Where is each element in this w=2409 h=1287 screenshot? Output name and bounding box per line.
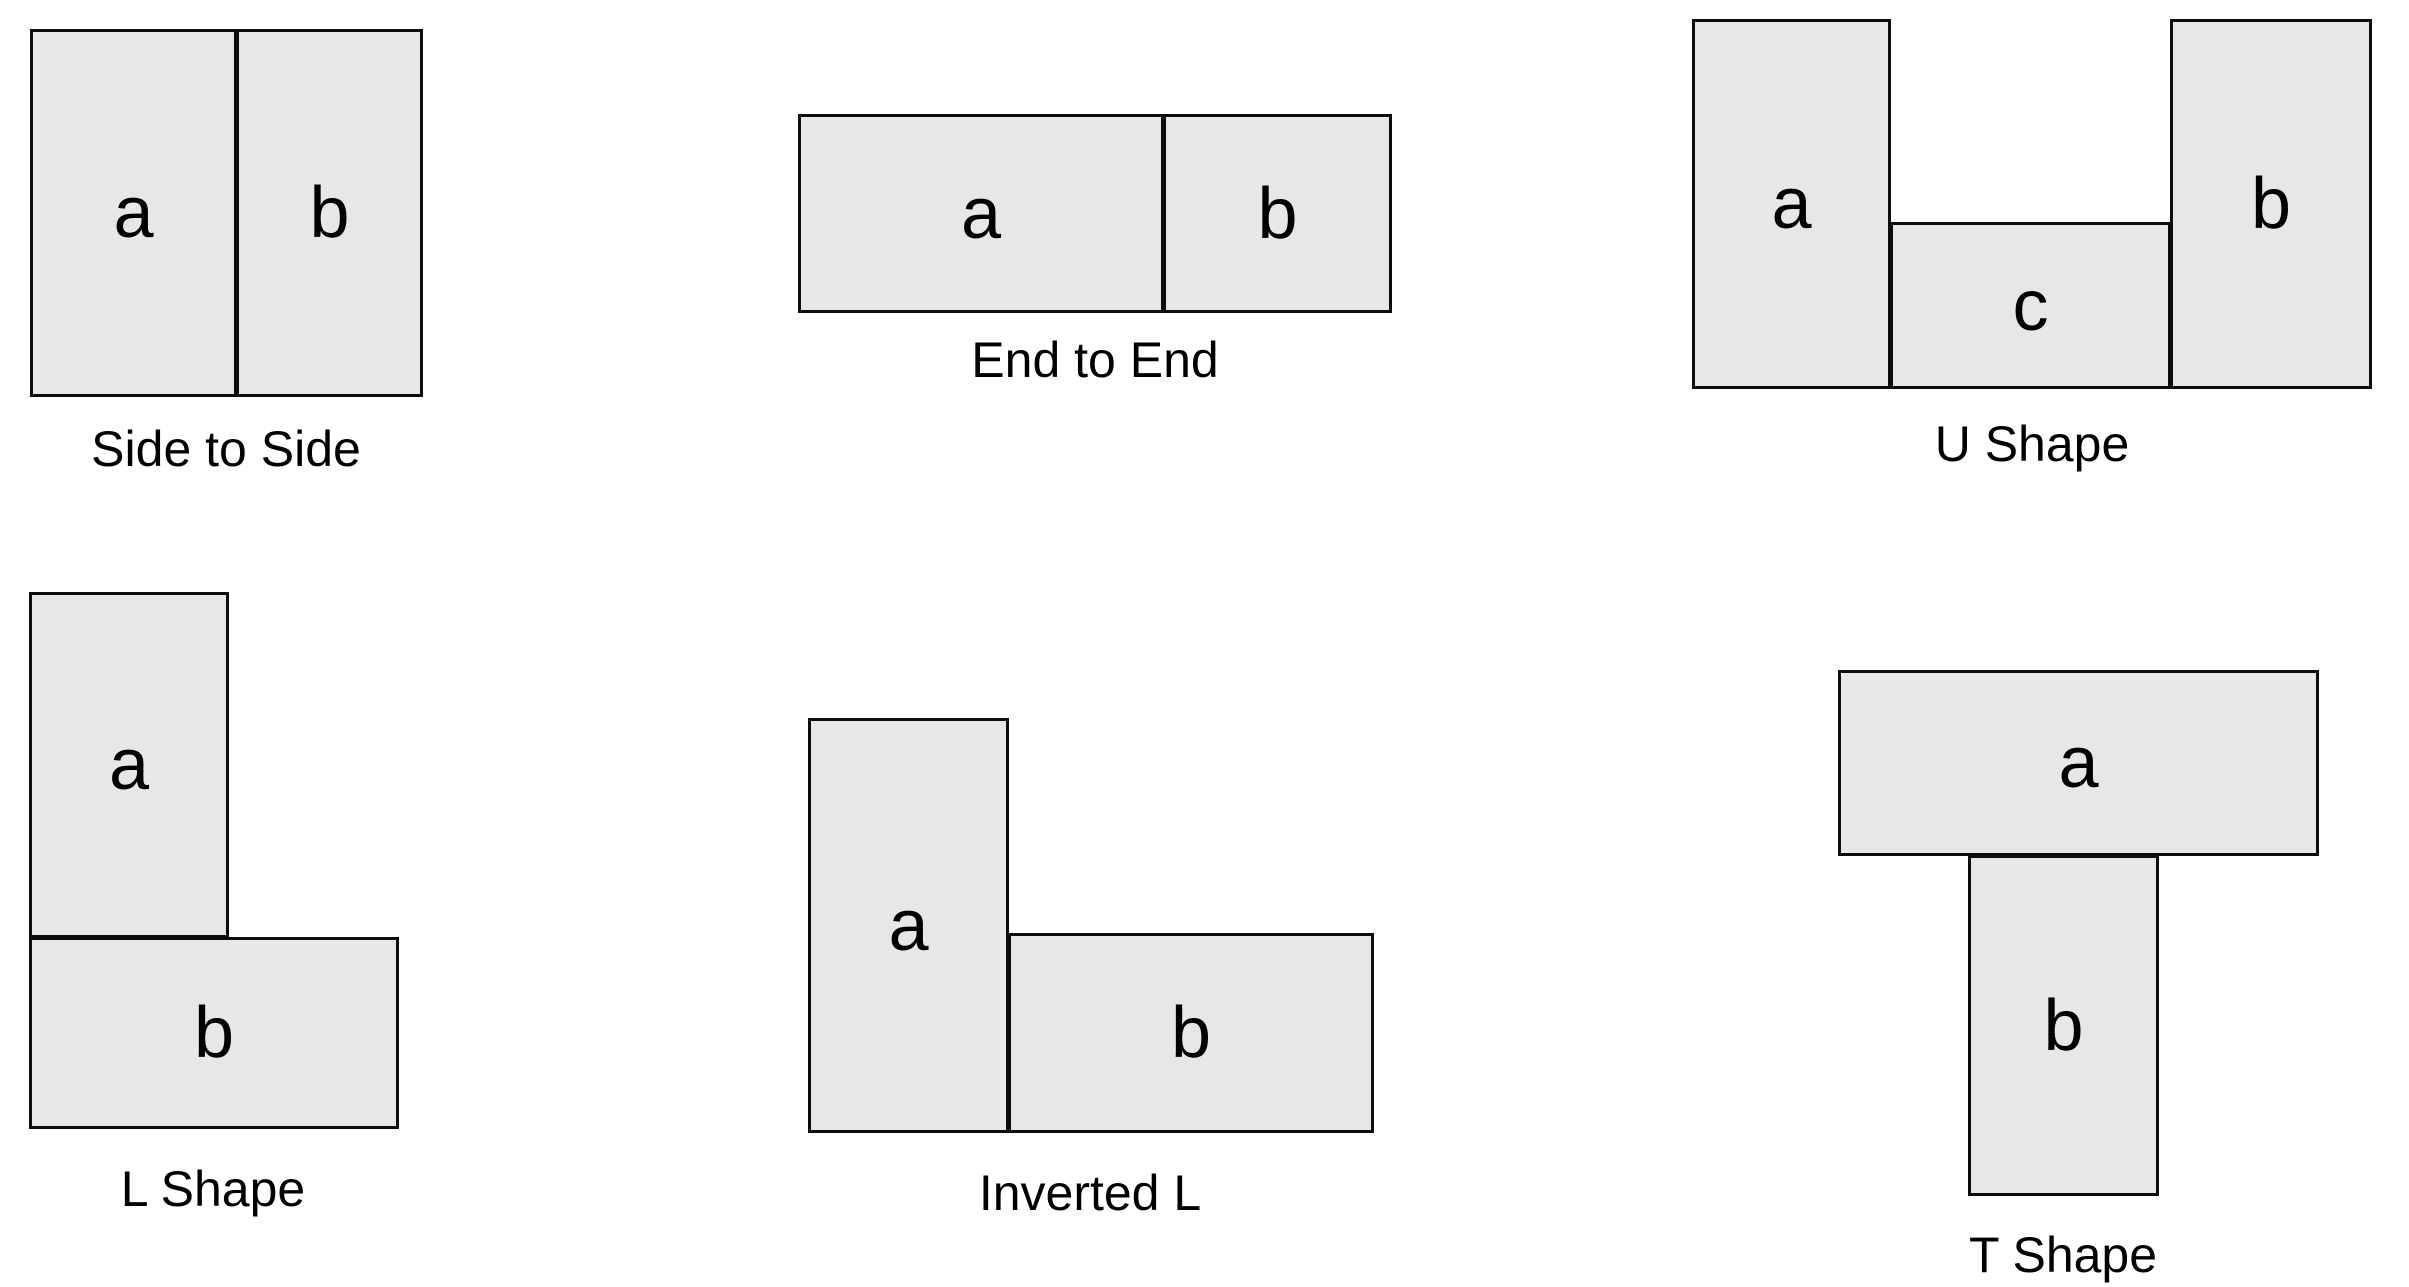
figure-caption-end-to-end: End to End: [971, 332, 1219, 388]
figure-side-to-side: a b Side to Side: [0, 0, 460, 474]
block-a[interactable]: a: [1692, 19, 1891, 389]
block-b[interactable]: b: [236, 29, 423, 397]
block-a[interactable]: a: [1838, 670, 2319, 856]
figure-l-shape: a b L Shape: [0, 570, 460, 1250]
figure-end-to-end: a b End to End: [760, 60, 1460, 390]
block-label-a: a: [2058, 723, 2099, 803]
figure-caption-u-shape: U Shape: [1934, 416, 2130, 472]
block-label-b: b: [1257, 173, 1298, 254]
block-label-b: b: [2043, 985, 2084, 1066]
block-b[interactable]: b: [1008, 933, 1374, 1133]
block-a[interactable]: a: [29, 592, 229, 938]
block-label-b: b: [193, 993, 235, 1073]
block-b[interactable]: b: [2170, 19, 2372, 389]
figure-inverted-l: a b Inverted L: [760, 690, 1460, 1270]
block-a[interactable]: a: [30, 29, 237, 397]
block-label-c: c: [2012, 265, 2049, 346]
block-label-a: a: [1771, 164, 1812, 244]
block-label-b: b: [1170, 993, 1212, 1073]
figure-caption-inverted-l: Inverted L: [978, 1165, 1202, 1221]
figure-caption-side-to-side: Side to Side: [91, 421, 361, 477]
block-b[interactable]: b: [1968, 855, 2159, 1196]
block-b[interactable]: b: [29, 937, 399, 1129]
block-a[interactable]: a: [798, 114, 1164, 313]
block-label-a: a: [108, 725, 150, 805]
figure-u-shape: a c b U Shape: [1650, 0, 2409, 480]
block-label-a: a: [960, 173, 1002, 254]
figure-caption-l-shape: L Shape: [120, 1161, 306, 1217]
block-b[interactable]: b: [1163, 114, 1392, 313]
figure-caption-t-shape: T Shape: [1968, 1227, 2158, 1283]
figure-t-shape: a b T Shape: [1650, 640, 2409, 1287]
block-label-a: a: [888, 885, 929, 966]
block-label-a: a: [113, 173, 154, 253]
block-c[interactable]: c: [1890, 222, 2171, 389]
block-label-b: b: [309, 173, 350, 253]
block-label-b: b: [2250, 164, 2292, 244]
block-a[interactable]: a: [808, 718, 1009, 1133]
